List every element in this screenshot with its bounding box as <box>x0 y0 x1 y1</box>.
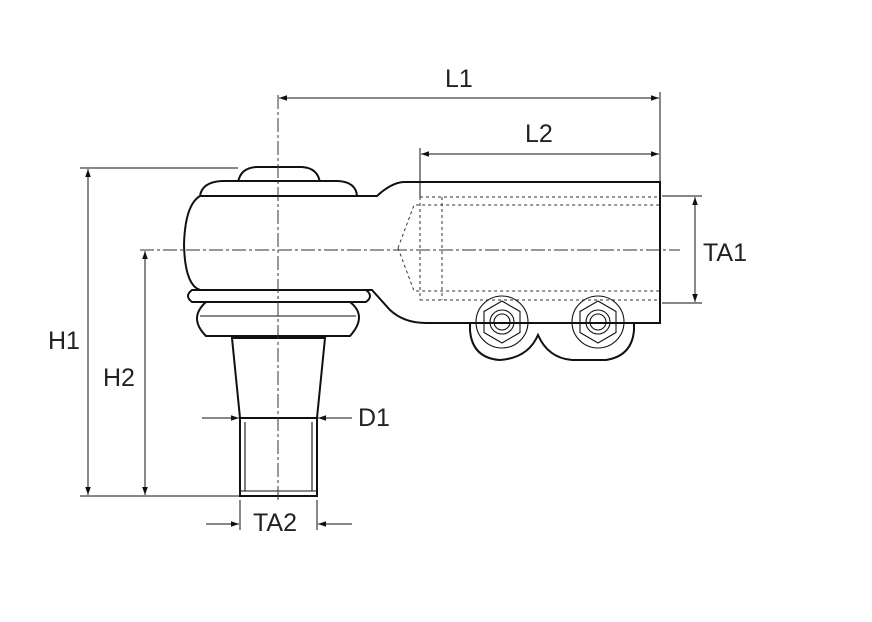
part-outline <box>182 166 661 497</box>
label-ta2: TA2 <box>253 509 297 537</box>
center-lines <box>140 95 680 500</box>
label-l2: L2 <box>525 120 553 148</box>
housing-body <box>182 181 661 324</box>
dimension-labels: L1 L2 TA1 H1 H2 D1 TA2 <box>48 65 747 537</box>
lower-flange <box>187 289 371 303</box>
clamp-nut-left <box>475 295 529 349</box>
dimension-lines <box>80 92 702 530</box>
label-d1: D1 <box>358 404 390 432</box>
label-ta1: TA1 <box>703 239 747 267</box>
clamp-nut-right <box>571 295 625 349</box>
label-h1: H1 <box>48 327 80 355</box>
clamp-bosses <box>469 295 635 362</box>
label-h2: H2 <box>103 364 135 392</box>
hidden-bore <box>397 196 660 301</box>
label-l1: L1 <box>445 65 473 93</box>
top-cap <box>236 166 322 184</box>
